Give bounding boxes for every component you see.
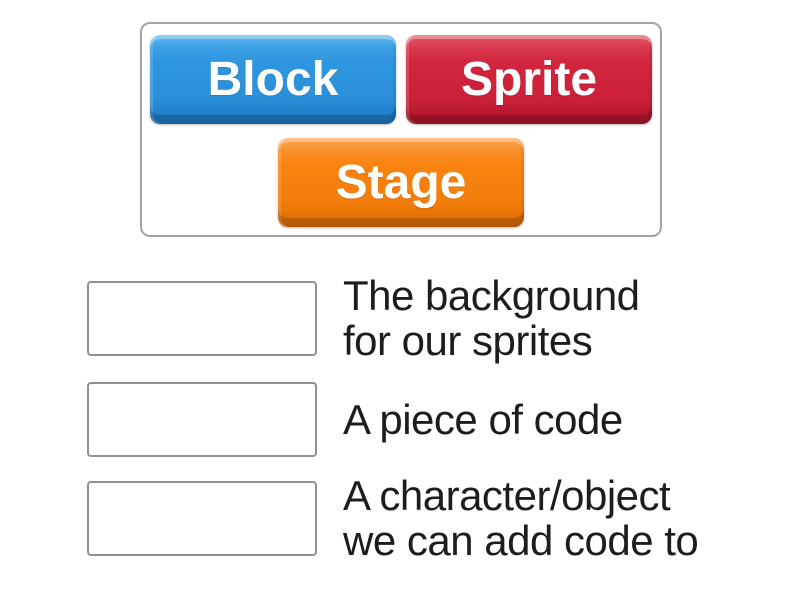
answer-tiles-panel: Block Sprite Stage	[140, 22, 662, 237]
match-row-1: The background for our sprites	[87, 273, 640, 363]
tiles-row-bottom: Stage	[278, 138, 524, 227]
answer-tile-label: Sprite	[460, 53, 598, 106]
match-row-2: A piece of code	[87, 382, 623, 457]
match-list: The background for our sprites A piece o…	[87, 273, 699, 564]
definition-text-3: A character/object we can add code to	[343, 472, 699, 564]
drop-zone-1[interactable]	[87, 280, 317, 356]
answer-tile-sprite[interactable]: Sprite	[406, 35, 652, 124]
definition-text-2: A piece of code	[343, 396, 623, 443]
drop-zone-3[interactable]	[87, 480, 317, 556]
answer-tile-label: Block	[207, 53, 339, 106]
answer-tile-label: Stage	[335, 156, 467, 209]
answer-tile-block[interactable]: Block	[150, 35, 396, 124]
answer-tile-stage[interactable]: Stage	[278, 138, 524, 227]
definition-text-1: The background for our sprites	[343, 272, 640, 364]
tiles-row-top: Block Sprite	[150, 35, 652, 124]
match-row-3: A character/object we can add code to	[87, 472, 699, 564]
drop-zone-2[interactable]	[87, 382, 317, 457]
